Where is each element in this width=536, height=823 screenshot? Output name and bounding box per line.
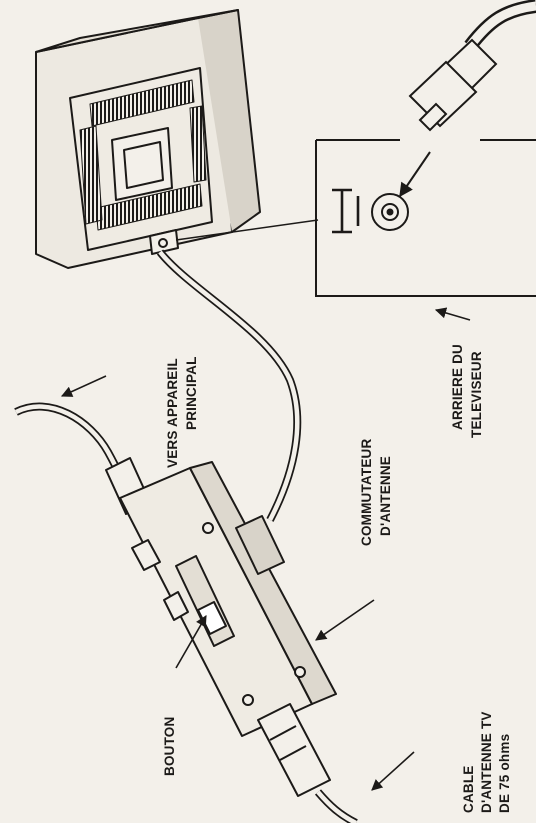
- label-vers-appareil: VERS APPAREIL PRINCIPAL: [165, 356, 199, 468]
- label-commutateur-line2: D'ANTENNE: [378, 456, 393, 536]
- label-commutateur: COMMUTATEUR D'ANTENNE: [359, 439, 393, 546]
- label-commutateur-line1: COMMUTATEUR: [359, 439, 374, 546]
- label-arriere-line1: ARRIERE DU: [450, 344, 465, 430]
- label-cable-line3: DE 75 ohms: [497, 734, 512, 813]
- label-cable-line1: CABLE: [461, 766, 476, 814]
- antenna-switch-box: [105, 457, 337, 797]
- label-vers-appareil-line2: PRINCIPAL: [184, 356, 199, 430]
- label-arriere-line2: TELEVISEUR: [469, 351, 484, 438]
- label-bouton: BOUTON: [162, 717, 177, 776]
- monitor-illustration: [35, 9, 261, 269]
- tv-back-panel: [315, 139, 536, 297]
- antenna-plug: [408, 0, 536, 132]
- label-arriere: ARRIERE DU TELEVISEUR: [450, 344, 484, 438]
- leader-arrows: [60, 307, 471, 791]
- label-cable-line2: D'ANTENNE TV: [479, 711, 494, 813]
- label-vers-appareil-line1: VERS APPAREIL: [165, 358, 180, 468]
- label-cable: CABLE D'ANTENNE TV DE 75 ohms: [461, 711, 512, 813]
- label-bouton-text: BOUTON: [162, 717, 177, 776]
